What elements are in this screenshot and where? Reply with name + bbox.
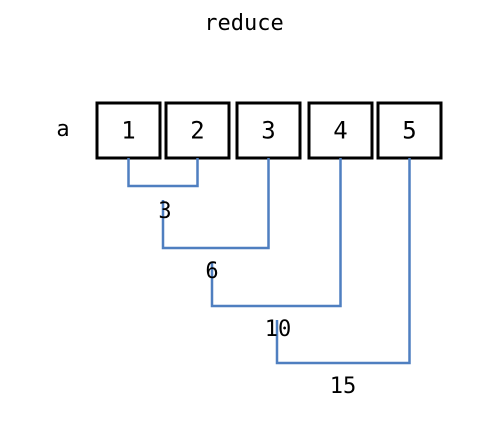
partial-result-3: 10 (265, 317, 292, 342)
array-cell-value-3: 3 (261, 117, 275, 145)
array-cell-value-2: 2 (190, 117, 204, 145)
array-label: a (56, 117, 69, 142)
array-cell-value-4: 4 (333, 117, 347, 145)
array-cell-value-5: 5 (402, 117, 416, 145)
partial-result-2: 6 (205, 259, 218, 284)
array-cell-value-1: 1 (121, 117, 135, 145)
connector-step-3 (210, 158, 342, 308)
partial-results: 3 6 10 15 (158, 199, 356, 399)
connector-step-1 (127, 158, 199, 188)
reduce-connectors (127, 158, 411, 365)
array-cell-4 (307, 101, 374, 160)
partial-result-4: 15 (330, 374, 357, 399)
array-cells: 1 2 3 4 5 (95, 101, 443, 160)
diagram-title: reduce (204, 11, 283, 36)
partial-result-1: 3 (158, 199, 171, 224)
connector-step-2 (161, 158, 270, 250)
connector-step-4 (275, 158, 411, 365)
